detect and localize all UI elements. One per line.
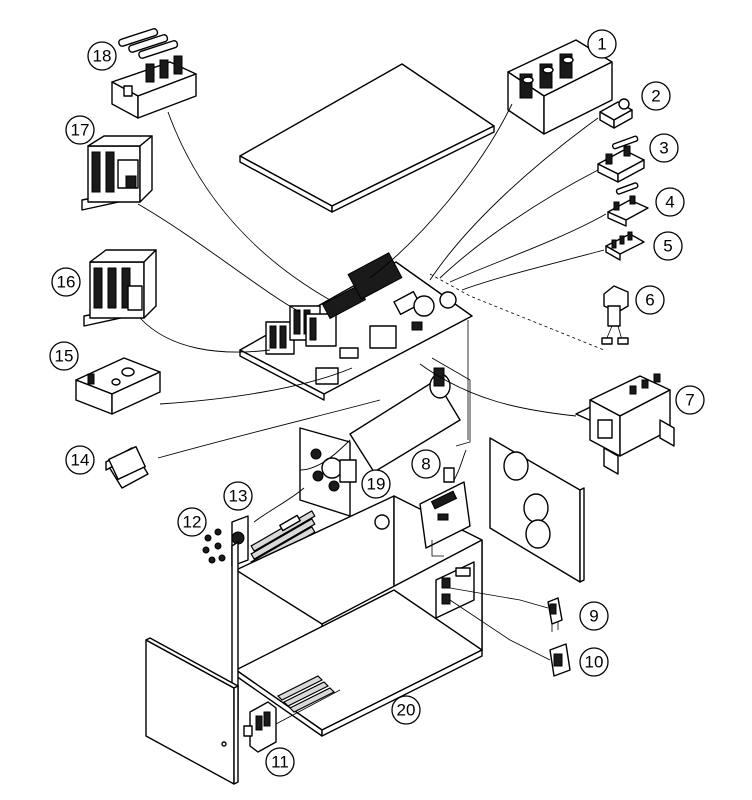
callout-16: 16 (51, 267, 81, 297)
callout-4: 4 (655, 187, 685, 217)
callout-18: 18 (87, 41, 117, 71)
part-16-contactor (83, 249, 157, 327)
part-15-relay-box (75, 357, 161, 415)
part-2-lug (599, 98, 633, 129)
callout-17: 17 (65, 115, 95, 145)
callout-11: 11 (265, 747, 295, 777)
part-10-rocker-switch (549, 643, 571, 677)
part-3-fuse-holder (597, 135, 645, 183)
callout-10-label: 10 (585, 653, 604, 672)
part-6-temperature-sensor (601, 285, 629, 345)
main-component-board (239, 252, 473, 401)
callout-3: 3 (649, 133, 679, 163)
part-7-transformer (575, 373, 675, 475)
callout-12-label: 12 (183, 513, 202, 532)
part-1-power-terminal-block (507, 39, 613, 135)
callout-6: 6 (635, 285, 665, 315)
part-17-contactor (81, 135, 153, 211)
part-8-circuit-board (419, 467, 471, 549)
callout-15: 15 (49, 341, 79, 371)
callout-1-label: 1 (597, 35, 606, 54)
callout-9-label: 9 (589, 607, 598, 626)
callout-12: 12 (177, 507, 207, 537)
callout-8-label: 8 (421, 455, 430, 474)
callout-1: 1 (587, 29, 617, 59)
front-door-panel (145, 637, 239, 785)
callout-19-label: 19 (367, 475, 386, 494)
callout-7: 7 (675, 385, 705, 415)
callout-10: 10 (579, 647, 609, 677)
callout-14: 14 (65, 445, 95, 475)
callout-14-label: 14 (71, 451, 90, 470)
part-11-terminal-block (243, 701, 277, 753)
part-18-fuse-block (111, 28, 197, 119)
callout-4-label: 4 (665, 193, 674, 212)
callout-15-label: 15 (55, 347, 74, 366)
callout-5-label: 5 (663, 237, 672, 256)
callout-6-label: 6 (645, 291, 654, 310)
callout-3-label: 3 (659, 139, 668, 158)
callout-13: 13 (223, 481, 253, 511)
callout-13-label: 13 (229, 487, 248, 506)
callout-5: 5 (653, 231, 683, 261)
part-4-fuse-holder (607, 182, 649, 227)
part-12-nuts (202, 528, 226, 564)
callout-2-label: 2 (651, 87, 660, 106)
callout-18-label: 18 (93, 47, 112, 66)
right-side-panel (489, 437, 585, 583)
callout-17-label: 17 (71, 121, 90, 140)
mounting-bracket (431, 320, 471, 447)
part-20-enclosure (235, 495, 483, 737)
callout-16-label: 16 (57, 273, 76, 292)
callout-11-label: 11 (271, 753, 289, 772)
leader-lines (137, 103, 607, 725)
callout-7-label: 7 (685, 391, 694, 410)
callout-2: 2 (641, 81, 671, 111)
part-9-rocker-switch (547, 597, 563, 632)
top-cover-panel (239, 63, 495, 213)
fuses (118, 28, 179, 59)
callout-9: 9 (579, 601, 609, 631)
callout-20: 20 (391, 695, 421, 725)
callout-19: 19 (361, 469, 391, 499)
callout-20-label: 20 (397, 701, 416, 720)
part-5-terminal-strip (605, 231, 645, 261)
callout-8: 8 (411, 449, 441, 479)
part-14-capacitor (105, 445, 149, 489)
